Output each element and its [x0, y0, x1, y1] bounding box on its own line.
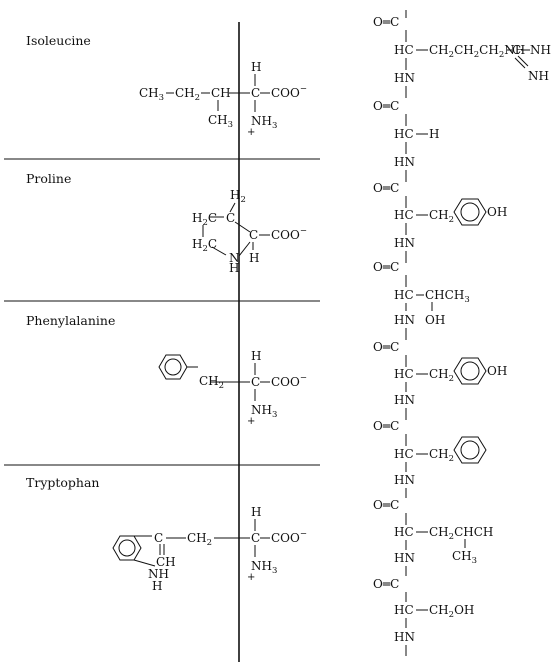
pep-hc-1: HC: [394, 43, 414, 57]
iso-plus: +: [247, 127, 255, 138]
label-phenylalanine: Phenylalanine: [26, 313, 115, 328]
pep-hn-2: HN: [394, 155, 415, 169]
pep-arg-tail: CH2CH2CH2NH: [429, 43, 525, 60]
pep-tyr-ring-5: [453, 357, 487, 385]
trp-nh3: NH3: [251, 559, 277, 576]
pep-hn-8: HN: [394, 630, 415, 644]
trp-ch2: CH2: [187, 531, 212, 548]
phe-plus: +: [247, 416, 255, 427]
trp-benzene-ring: [112, 535, 142, 561]
pep-co-6: O═C: [373, 419, 399, 433]
trp-alpha-h: H: [251, 505, 261, 519]
pep-phe-ring: [453, 436, 487, 464]
pro-ring-n-h: H: [229, 261, 239, 275]
pep-tyr-ring-3: [453, 198, 487, 226]
trp-h-ring: H: [152, 579, 162, 593]
pep-guan-nh: NH: [528, 69, 549, 83]
pep-hn-4: HN: [394, 313, 415, 327]
pep-tyr-ring-aromatic-5: [460, 361, 480, 381]
phe-ch2: CH2: [199, 374, 224, 391]
pep-hc-7: HC: [394, 525, 414, 539]
pep-tyr-oh-3: OH: [487, 205, 507, 219]
iso-ch3-branch: CH3: [208, 113, 233, 130]
pep-ser-tail: CH2OH: [429, 603, 474, 620]
phenylalanine-structure: CH2 C H COO− NH3 +: [158, 349, 307, 427]
pro-ring-n: N: [229, 251, 240, 265]
pro-alpha-h: H: [249, 251, 259, 265]
tryptophan-structure: C CH NH H CH2 C H COO− NH3 +: [112, 505, 307, 593]
pep-thr-oh: OH: [425, 313, 445, 327]
iso-ch: CH: [211, 86, 231, 100]
pep-thr-chch3: CHCH3: [425, 288, 470, 305]
phe-coo: COO−: [271, 373, 307, 389]
pro-coo: COO−: [271, 226, 307, 242]
proline-structure: H2 C H2C H2C N H C COO− H: [192, 188, 307, 275]
pep-co-5: O═C: [373, 340, 399, 354]
trp-ch2-ring: CH: [156, 555, 176, 569]
iso-coo: COO−: [271, 84, 307, 100]
trp-c3: C: [154, 531, 163, 545]
pep-hc-5: HC: [394, 367, 414, 381]
pep-guan-c: C: [512, 43, 521, 57]
iso-alpha-c: C: [251, 86, 260, 100]
pep-phe-ch2: CH2: [429, 447, 454, 464]
pro-h2c-left-bottom: H2C: [192, 237, 217, 254]
trp-nh-ring: NH: [148, 567, 169, 581]
pep-leu-ch3: CH3: [452, 549, 477, 566]
pep-hc-3: HC: [394, 208, 414, 222]
pep-hn-7: HN: [394, 551, 415, 565]
label-tryptophan: Tryptophan: [26, 475, 99, 490]
trp-coo: COO−: [271, 529, 307, 545]
pep-co-8: O═C: [373, 577, 399, 591]
trp-alpha-c: C: [251, 531, 260, 545]
label-isoleucine: Isoleucine: [26, 33, 91, 48]
peptide-chain: O═C HC CH2CH2CH2NH C NH NH HN O═C HC H H…: [373, 10, 551, 656]
pep-hn-3: HN: [394, 236, 415, 250]
iso-alpha-h: H: [251, 60, 261, 74]
pep-gly-h: H: [429, 127, 439, 141]
pep-co-3: O═C: [373, 181, 399, 195]
pep-hc-4: HC: [394, 288, 414, 302]
phe-ring-aromatic: [164, 358, 182, 376]
pep-hn-1: HN: [394, 71, 415, 85]
pep-phe-ring-aromatic: [460, 440, 480, 460]
trp-plus: +: [247, 572, 255, 583]
pro-h2-top: H2: [230, 188, 246, 205]
iso-ch2: CH2: [175, 86, 200, 103]
pep-guan-nh2: NH: [530, 43, 551, 57]
pep-hn-6: HN: [394, 473, 415, 487]
pep-tyr-ring-aromatic-3: [460, 202, 480, 222]
iso-nh3: NH3: [251, 114, 277, 131]
iso-ch3-left: CH3: [139, 86, 164, 103]
pep-co-1: O═C: [373, 15, 399, 29]
pep-hc-8: HC: [394, 603, 414, 617]
pro-c-top: C: [226, 211, 235, 225]
pep-co-7: O═C: [373, 498, 399, 512]
pep-co-2: O═C: [373, 99, 399, 113]
pep-hc-6: HC: [394, 447, 414, 461]
pep-co-4: O═C: [373, 260, 399, 274]
pep-tyr-oh-5: OH: [487, 364, 507, 378]
phe-alpha-c: C: [251, 375, 260, 389]
pep-hn-5: HN: [394, 393, 415, 407]
isoleucine-structure: CH3 CH2 CH CH3 C H COO− NH3 +: [139, 60, 307, 138]
trp-ring-aromatic: [118, 539, 136, 557]
label-proline: Proline: [26, 171, 71, 186]
phe-nh3: NH3: [251, 403, 277, 420]
pro-alpha-c: C: [249, 228, 258, 242]
pep-tyr-ch2-5: CH2: [429, 367, 454, 384]
pep-hc-2: HC: [394, 127, 414, 141]
pro-h2c-left-top: H2C: [192, 211, 217, 228]
pep-leu-tail: CH2CHCH: [429, 525, 493, 542]
pep-tyr-ch2-3: CH2: [429, 208, 454, 225]
phe-alpha-h: H: [251, 349, 261, 363]
